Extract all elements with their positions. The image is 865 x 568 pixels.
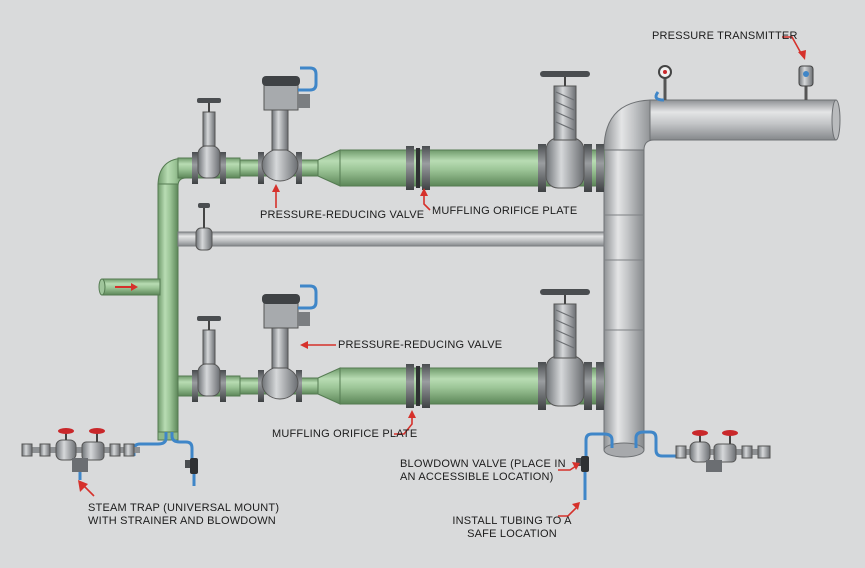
flow-arrow-icon — [115, 283, 138, 291]
label-blowdown-line1: BLOWDOWN VALVE (PLACE IN — [400, 458, 566, 470]
top-prv-station — [177, 66, 605, 192]
label-orifice-top: MUFFLING ORIFICE PLATE — [432, 205, 578, 217]
pressure-reducing-valve-bottom — [258, 284, 318, 402]
steam-trap-right — [675, 430, 771, 472]
inlet-gate-valve-bottom — [192, 316, 226, 402]
label-tubing-line2: SAFE LOCATION — [467, 528, 557, 540]
label-orifice-bottom: MUFFLING ORIFICE PLATE — [272, 428, 418, 440]
label-steam-trap: STEAM TRAP (UNIVERSAL MOUNT) WITH STRAIN… — [88, 502, 279, 528]
label-install-tubing: INSTALL TUBING TO A SAFE LOCATION — [452, 515, 572, 541]
bypass-line — [177, 203, 605, 251]
arrow-pressure-transmitter-icon — [782, 36, 806, 60]
blowdown-valve-right-icon — [576, 456, 589, 500]
left-drip-leg — [132, 432, 198, 486]
left-steam-riser — [98, 157, 187, 441]
callout-arrows — [78, 36, 806, 517]
arrow-steam-trap-icon — [78, 480, 95, 497]
arrow-prv-top-icon — [272, 184, 280, 208]
arrow-orifice-bottom-icon — [394, 410, 416, 435]
right-drip-leg — [576, 430, 684, 500]
bottom-prv-station — [177, 284, 605, 410]
arrow-orifice-top-icon — [420, 188, 431, 211]
outlet-gate-valve-bottom — [538, 289, 604, 410]
pressure-transmitter-icon — [798, 65, 814, 100]
label-pressure-transmitter: PRESSURE TRANSMITTER — [652, 30, 798, 42]
label-steam-trap-line2: WITH STRAINER AND BLOWDOWN — [88, 515, 276, 527]
steam-trap-left — [21, 428, 140, 480]
blowdown-valve-left-icon — [185, 458, 198, 486]
arrow-prv-bottom-icon — [300, 341, 336, 349]
bypass-globe-valve — [195, 203, 213, 251]
label-steam-trap-line1: STEAM TRAP (UNIVERSAL MOUNT) — [88, 502, 280, 514]
label-blowdown-line2: AN ACCESSIBLE LOCATION) — [400, 471, 554, 483]
muffling-orifice-plate-top — [406, 146, 430, 190]
main-steam-header — [603, 99, 841, 458]
label-prv-bottom: PRESSURE-REDUCING VALVE — [338, 339, 503, 351]
inlet-gate-valve-top — [192, 98, 226, 184]
outlet-gate-valve-top — [538, 71, 604, 192]
arrow-tubing-icon — [558, 502, 580, 517]
label-tubing-line1: INSTALL TUBING TO A — [452, 515, 572, 527]
label-prv-top: PRESSURE-REDUCING VALVE — [260, 209, 425, 221]
muffling-orifice-plate-bottom — [406, 364, 430, 408]
pressure-reducing-valve-top — [258, 66, 318, 184]
label-blowdown-valve: BLOWDOWN VALVE (PLACE IN AN ACCESSIBLE L… — [400, 458, 566, 484]
pressure-gauge-icon — [654, 65, 672, 102]
arrow-blowdown-icon — [558, 462, 580, 471]
